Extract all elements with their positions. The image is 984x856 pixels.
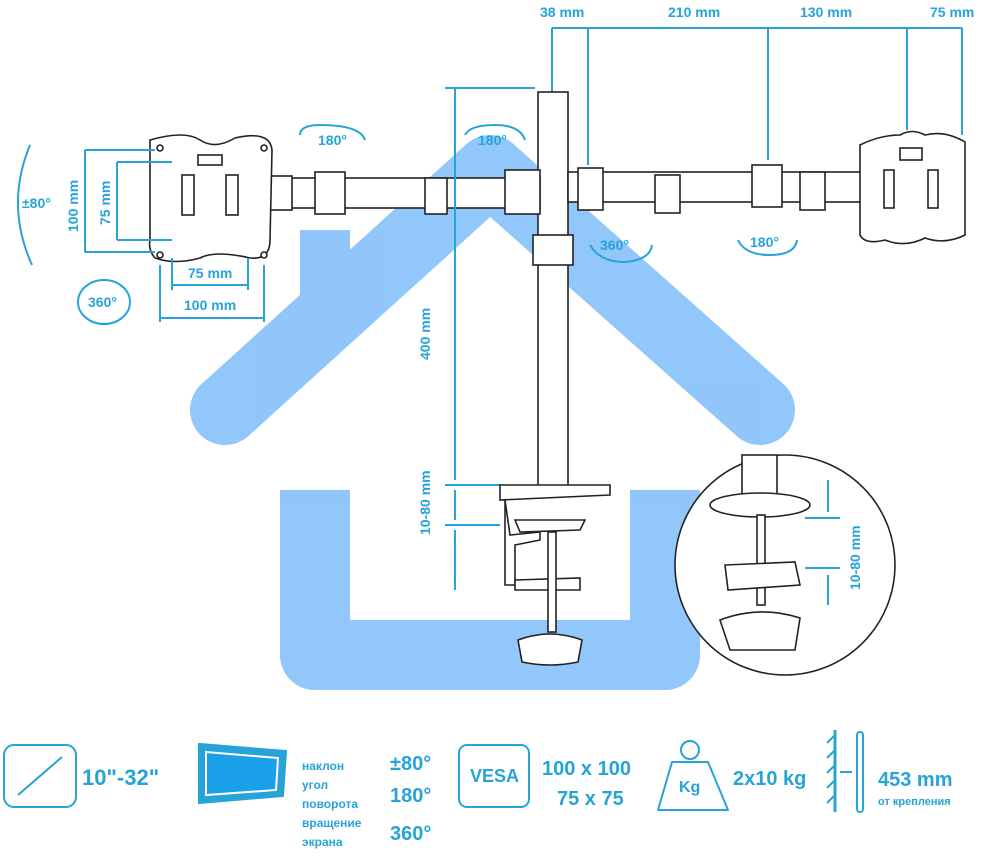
dim-38mm: 38 mm <box>540 4 584 20</box>
desk-clamp <box>499 484 611 666</box>
spec-reach: 453 mm от крепления <box>826 730 953 813</box>
dim-210mm: 210 mm <box>668 4 720 20</box>
tilt-label: ±80° <box>22 195 51 211</box>
right-vesa-plate <box>859 130 966 245</box>
tilt-text: наклон <box>302 759 344 773</box>
turn-angle: 180° <box>390 785 431 807</box>
reach-value: 453 mm <box>878 769 953 791</box>
pole-collar <box>532 234 574 266</box>
spin-angle: 360° <box>390 823 431 845</box>
angle-text: угол <box>302 778 328 792</box>
spec-vesa: VESA 100 x 100 75 x 75 <box>458 744 631 810</box>
screen-text: экрана <box>302 835 343 849</box>
left-plate-dimension-lines <box>17 87 798 590</box>
inset-clamp-range: 10-80 mm <box>847 525 863 590</box>
weight-icon-label: Kg <box>679 779 700 796</box>
weight-value: 2x10 kg <box>733 768 806 790</box>
arm-rotation-3: 360° <box>600 237 629 253</box>
spec-tilt-rotate: наклон угол поворота вращение экрана ±80… <box>198 742 431 849</box>
top-dimension-lines <box>551 27 963 165</box>
rotation-label: 360° <box>88 294 117 310</box>
spin-text: вращение <box>302 816 362 830</box>
arm-rotation-1: 180° <box>318 132 347 148</box>
arm-rotation-2: 180° <box>478 132 507 148</box>
rotation-text: поворота <box>302 797 358 811</box>
width-outer-label: 100 mm <box>184 297 236 313</box>
arm-rotation-4: 180° <box>750 234 779 250</box>
spec-screen-size: 10"-32" <box>3 744 159 808</box>
house-watermark <box>190 135 795 690</box>
pole <box>537 91 569 493</box>
clamp-range-label: 10-80 mm <box>417 470 433 535</box>
height-outer-label: 100 mm <box>65 180 81 232</box>
width-inner-label: 75 mm <box>188 265 232 281</box>
screen-size-value: 10"-32" <box>82 765 159 790</box>
height-inner-label: 75 mm <box>97 181 113 225</box>
dim-130mm: 130 mm <box>800 4 852 20</box>
spec-weight: Kg 2x10 kg <box>657 740 806 811</box>
weight-icon <box>657 761 729 811</box>
vesa-size-1: 100 x 100 <box>542 758 631 780</box>
clamp-detail-inset: 10-80 mm <box>674 454 896 676</box>
vesa-size-2: 75 x 75 <box>557 788 624 810</box>
vesa-icon <box>458 744 530 808</box>
tilt-angle: ±80° <box>390 753 431 775</box>
pole-height-label: 400 mm <box>417 308 433 360</box>
reach-note: от крепления <box>878 796 951 808</box>
vesa-label: VESA <box>470 766 519 786</box>
left-vesa-plate <box>148 134 273 263</box>
dim-75mm: 75 mm <box>930 4 974 20</box>
screen-diagonal-icon <box>3 744 77 808</box>
